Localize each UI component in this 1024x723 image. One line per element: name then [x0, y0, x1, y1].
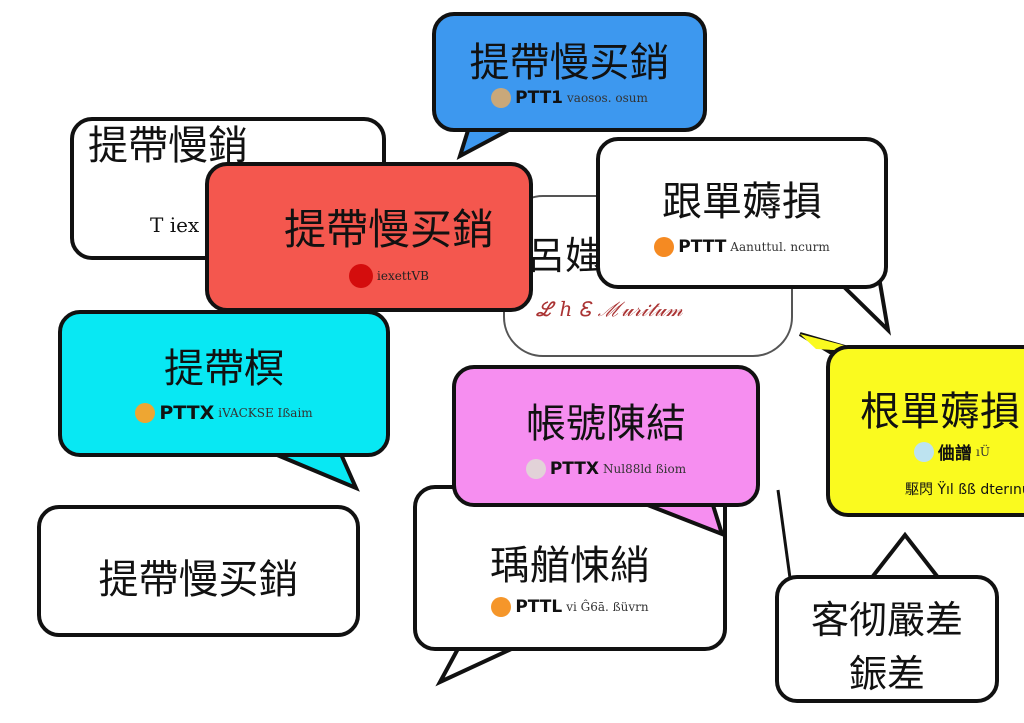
avatar-icon [491, 88, 512, 108]
bubble-title: 提帶慢买銷 [283, 205, 494, 254]
bubble-title: 根單薅損 [860, 389, 1020, 435]
bottom-right-bubble-tail [776, 489, 945, 582]
avatar-icon [491, 597, 512, 617]
url-text: Nul88ld ßiom [603, 462, 687, 476]
avatar-icon [135, 403, 156, 423]
brand-text: PTTX [549, 459, 599, 479]
url-text: iexettVB [377, 269, 429, 283]
bubble-title: 提帶慢买銷 [469, 40, 670, 86]
bubble-subtitle: iexettVB [249, 264, 529, 288]
bubble-title: 呂媸 [527, 234, 604, 278]
bubble-title: 瑀艏悚綃 [490, 543, 650, 589]
bubble-title: 帳號陳結 [526, 401, 686, 447]
bubble-footnote: 駆閃 Ÿıl ßß dterınu [905, 482, 1024, 498]
bubble-title: 跟單薅損 [662, 179, 822, 225]
brand-text: 㑋譄 [938, 444, 972, 464]
bubble-title: 客彻嚴差 [810, 598, 963, 642]
bubble-subtitle: PTTX Nul88ld ßiom [456, 459, 756, 479]
bubble-title-line2: 鋠差 [848, 652, 925, 696]
brand-text: PTTL [515, 597, 563, 617]
avatar-icon [654, 237, 675, 257]
bubble-title: 提帶慢买銷 [98, 557, 299, 603]
brand-text: PTT1 [515, 88, 564, 108]
bubble-title: 提帶榠 [164, 346, 284, 392]
red-bubble: 提帶慢买銷 iexettVB [205, 162, 533, 312]
url-text: vaosos. osum [567, 91, 648, 105]
url-text: ıÜ [976, 444, 990, 459]
url-text: Aanuttul. ncurm [730, 240, 830, 254]
pink-bubble: 帳號陳結 PTTX Nul88ld ßiom [452, 365, 760, 507]
avatar-icon [914, 441, 934, 462]
bubble-subtitle: 㑋譄 ıÜ [914, 439, 1024, 464]
avatar-icon [349, 264, 374, 288]
brand-text: PTTX [159, 402, 215, 424]
url-text: iVACKSE Ißaim [218, 406, 313, 420]
bottom-left-bubble: 提帶慢买銷 [37, 505, 360, 637]
url-text: vi Ĝ6ā. ßüvrn [566, 600, 649, 614]
top-left-bubble-title: 提帶慢銷 [88, 123, 248, 169]
brand-text: PTTT [678, 237, 727, 257]
avatar-icon [525, 459, 546, 479]
yellow-bubble: 根單薅損 㑋譄 ıÜ 駆閃 Ÿıl ßß dterınu [826, 345, 1024, 517]
bottom-right-bubble: 客彻嚴差 鋠差 [775, 575, 999, 703]
bubble-subtitle: T iex [150, 213, 200, 237]
bubble-handwriting: ℒ ℎ Ꮛ ℳ𝓊𝓇𝒾𝓉𝓊𝓂 [535, 297, 683, 321]
